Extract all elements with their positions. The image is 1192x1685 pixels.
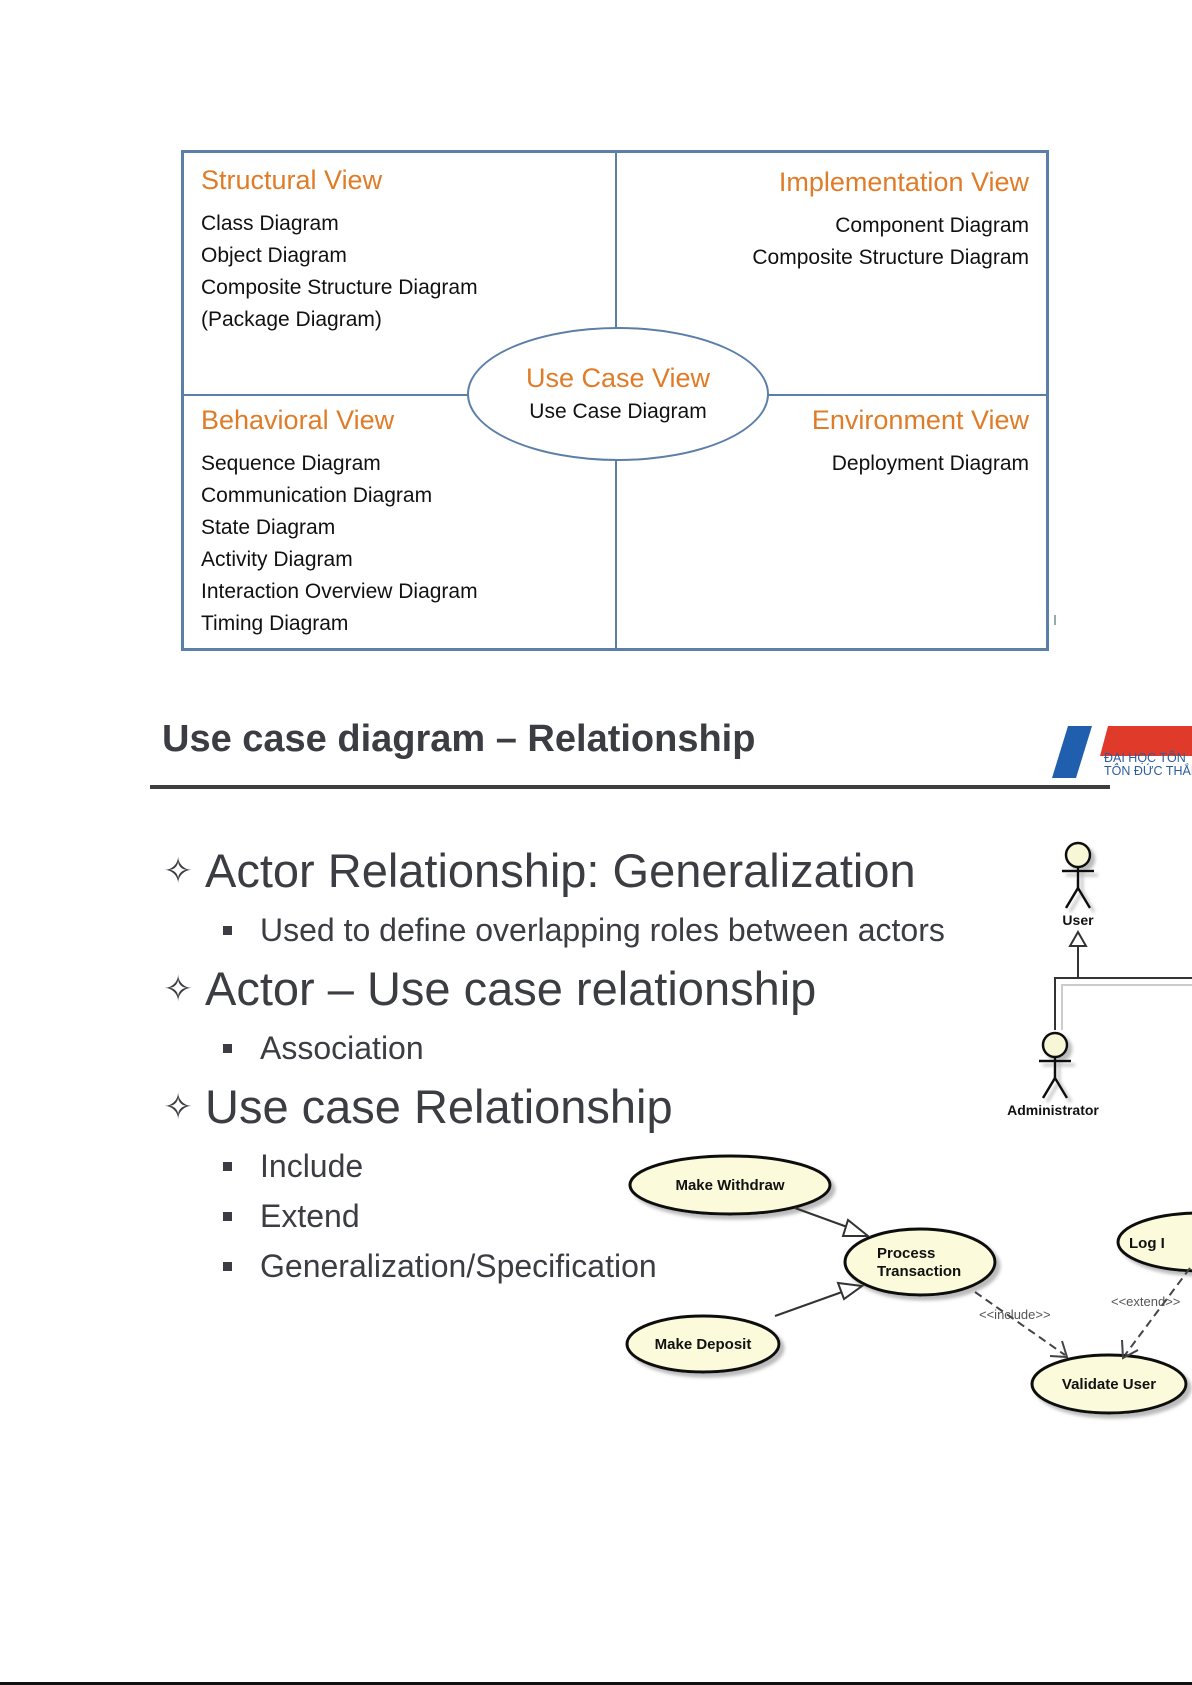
behavioral-item: Activity Diagram xyxy=(201,548,353,571)
bullet-item: ✧ Actor Relationship: Generalization xyxy=(163,843,945,899)
process-transaction-label-line1: Process xyxy=(877,1245,935,1262)
sub-bullet-text: Used to define overlapping roles between… xyxy=(260,912,945,948)
logo-text: ĐẠI HỌC TÔN TÔN ĐỨC THẮN xyxy=(1104,752,1192,778)
university-logo-icon xyxy=(1052,726,1192,778)
environment-view: Environment View Deployment Diagram xyxy=(812,405,1029,480)
logo-text-line1: ĐẠI HỌC TÔN xyxy=(1104,751,1186,765)
structural-item: Object Diagram xyxy=(201,244,347,267)
stray-mark xyxy=(1054,615,1056,625)
behavioral-item: Communication Diagram xyxy=(201,484,433,507)
logo-blue-stripe xyxy=(1052,726,1092,778)
structural-item: Class Diagram xyxy=(201,212,339,235)
structural-item: (Package Diagram) xyxy=(201,308,382,331)
square-bullet-icon xyxy=(223,1043,232,1053)
title-divider xyxy=(150,785,1110,789)
use-case-view: Use Case View Use Case Diagram xyxy=(467,327,769,461)
structural-view-title: Structural View xyxy=(201,165,383,195)
log-in-label: Log I xyxy=(1129,1235,1165,1252)
use-case-view-title: Use Case View xyxy=(525,363,711,393)
square-bullet-icon xyxy=(223,925,232,935)
implementation-item: Composite Structure Diagram xyxy=(752,246,1029,269)
log-in-use-case: Log I xyxy=(1116,1211,1192,1273)
bullet-text: Actor – Use case relationship xyxy=(205,962,817,1015)
sub-bullet-text: Extend xyxy=(260,1198,360,1234)
implementation-view: Implementation View Component Diagram Co… xyxy=(752,167,1029,274)
implementation-view-title: Implementation View xyxy=(778,167,1029,197)
sub-bullet-item: Generalization/Specification xyxy=(223,1247,945,1285)
use-case-view-item: Use Case Diagram xyxy=(529,400,707,423)
include-stereotype: <<include>> xyxy=(979,1307,1051,1322)
make-deposit-label: Make Deposit xyxy=(655,1336,752,1353)
withdraw-generalization-arrow xyxy=(794,1207,871,1237)
uml-views-diagram: Structural View Class Diagram Object Dia… xyxy=(181,150,1049,651)
behavioral-item: Timing Diagram xyxy=(201,612,349,635)
diamond-bullet-icon: ✧ xyxy=(163,850,194,891)
diamond-bullet-icon: ✧ xyxy=(163,1086,194,1127)
structural-view: Structural View Class Diagram Object Dia… xyxy=(201,165,478,336)
sub-bullet-item: Association xyxy=(223,1029,945,1067)
make-deposit-use-case: Make Deposit xyxy=(625,1314,781,1374)
user-actor-label: User xyxy=(1062,912,1094,928)
logo-text-line2: TÔN ĐỨC THẮN xyxy=(1104,764,1192,778)
square-bullet-icon xyxy=(223,1161,232,1171)
user-actor-icon xyxy=(1062,841,1094,909)
sub-bullet-item: Extend xyxy=(223,1197,945,1235)
process-transaction-use-case: Process Transaction xyxy=(843,1227,997,1297)
sub-bullet-text: Include xyxy=(260,1148,364,1184)
bullet-item: ✧ Use case Relationship xyxy=(163,1079,945,1135)
make-withdraw-label: Make Withdraw xyxy=(675,1177,784,1194)
structural-item: Composite Structure Diagram xyxy=(201,276,478,299)
process-transaction-label-line2: Transaction xyxy=(877,1263,961,1280)
environment-view-title: Environment View xyxy=(811,405,1029,435)
behavioral-item: Sequence Diagram xyxy=(201,452,381,475)
sub-bullet-item: Include xyxy=(223,1147,945,1185)
page-bottom-border xyxy=(0,1682,1192,1685)
diamond-bullet-icon: ✧ xyxy=(163,968,194,1009)
administrator-actor-icon xyxy=(1039,1031,1071,1099)
sub-bullet-text: Generalization/Specification xyxy=(260,1248,657,1284)
bullet-item: ✧ Actor – Use case relationship xyxy=(163,961,945,1017)
generalization-line xyxy=(1054,929,1192,1030)
slide-title: Use case diagram – Relationship xyxy=(162,718,756,760)
implementation-item: Component Diagram xyxy=(835,214,1029,237)
bullet-text: Use case Relationship xyxy=(205,1080,673,1133)
include-dependency xyxy=(974,1291,1069,1359)
environment-item: Deployment Diagram xyxy=(831,452,1029,475)
sub-bullet-text: Association xyxy=(260,1030,424,1066)
behavioral-item: State Diagram xyxy=(201,516,336,539)
extend-dependency xyxy=(1121,1267,1191,1360)
behavioral-view: Behavioral View Sequence Diagram Communi… xyxy=(201,405,478,640)
deposit-generalization-arrow xyxy=(774,1281,865,1317)
behavioral-view-title: Behavioral View xyxy=(201,405,395,435)
validate-user-use-case: Validate User xyxy=(1030,1353,1188,1415)
bullet-text: Actor Relationship: Generalization xyxy=(205,844,916,897)
extend-stereotype: <<extend>> xyxy=(1111,1294,1180,1309)
behavioral-item: Interaction Overview Diagram xyxy=(201,580,478,603)
make-withdraw-use-case: Make Withdraw xyxy=(628,1154,832,1216)
square-bullet-icon xyxy=(223,1261,232,1271)
square-bullet-icon xyxy=(223,1211,232,1221)
generalization-shadow xyxy=(1061,984,1192,1030)
sub-bullet-item: Used to define overlapping roles between… xyxy=(223,911,945,949)
administrator-actor-label: Administrator xyxy=(1007,1102,1099,1118)
validate-user-label: Validate User xyxy=(1062,1376,1156,1393)
bullet-list: ✧ Actor Relationship: Generalization Use… xyxy=(163,843,945,1297)
logo-red-shape xyxy=(1100,726,1192,756)
